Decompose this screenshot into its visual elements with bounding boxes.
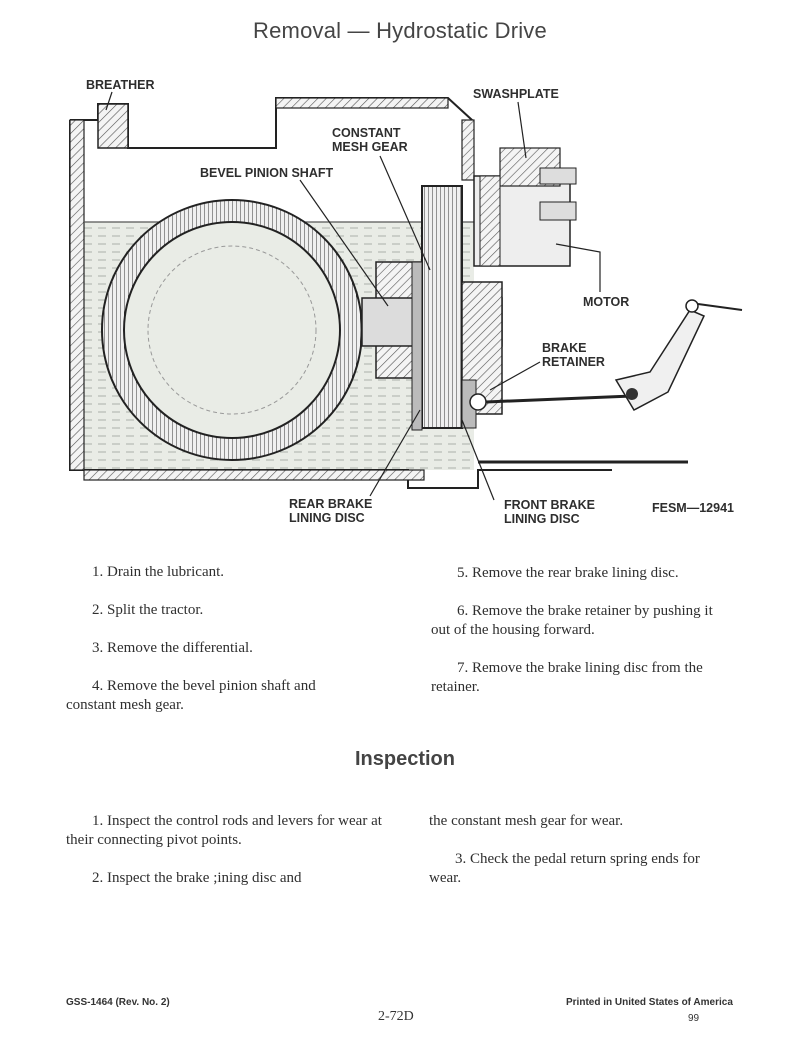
label-brake-retainer-2: RETAINER: [542, 355, 605, 369]
hydrostatic-drive-diagram: BREATHER SWASHPLATE CONSTANT MESH GEAR B…: [69, 78, 743, 526]
inspection-step: 3. Check the pedal return spring ends fo…: [429, 851, 700, 886]
label-swashplate: SWASHPLATE: [473, 87, 559, 101]
inspection-step: 1. Inspect the control rods and levers f…: [66, 813, 382, 848]
housing-wall-right: [461, 119, 475, 181]
removal-step: 3. Remove the differential.: [92, 640, 253, 656]
removal-step: 5. Remove the rear brake lining disc.: [457, 565, 679, 581]
removal-step: 1. Drain the lubricant.: [92, 564, 225, 580]
label-bevel-pinion-shaft: BEVEL PINION SHAFT: [200, 166, 333, 180]
removal-step: 7. Remove the brake lining disc from the…: [431, 660, 703, 695]
removal-steps-left: 1. Drain the lubricant. 2. Split the tra…: [66, 563, 366, 734]
removal-step: 6. Remove the brake retainer by pushing …: [431, 603, 713, 638]
pedal-top-pivot: [685, 299, 699, 313]
label-front-brake-disc-2: LINING DISC: [504, 512, 580, 526]
label-constant-mesh-gear-2: MESH GEAR: [332, 140, 408, 154]
housing-wall-left: [97, 103, 129, 149]
figure-id: FESM—12941: [652, 501, 734, 515]
motor-shaft-lower: [539, 201, 577, 221]
printed-notice: Printed in United States of America: [566, 997, 733, 1008]
inspection-heading: Inspection: [354, 748, 455, 770]
rear-brake-disc: [411, 261, 423, 431]
ring-gear-inner: [123, 221, 341, 439]
removal-step: 2. Split the tractor.: [92, 602, 204, 618]
removal-step: 4. Remove the bevel pinion shaft and con…: [66, 678, 316, 713]
document-number: GSS-1464 (Rev. No. 2): [66, 997, 170, 1008]
inspection-step: the constant mesh gear for wear.: [429, 813, 624, 829]
housing-wall-bottom: [83, 469, 425, 481]
pedal-lever: [614, 309, 706, 411]
inspection-steps-left: 1. Inspect the control rods and levers f…: [66, 812, 386, 907]
label-motor: MOTOR: [583, 295, 629, 309]
constant-mesh-gear: [421, 185, 463, 429]
pedal-pivot: [626, 388, 638, 400]
label-breather: BREATHER: [86, 78, 155, 92]
brake-rod: [485, 394, 633, 404]
removal-steps-right: 5. Remove the rear brake lining disc. 6.…: [431, 564, 721, 716]
page-number: 99: [688, 1013, 700, 1024]
label-front-brake-disc-1: FRONT BRAKE: [504, 498, 595, 512]
label-rear-brake-disc-1: REAR BRAKE: [289, 497, 372, 511]
housing-wall-top: [275, 97, 449, 109]
inspection-steps-right: the constant mesh gear for wear. 3. Chec…: [429, 812, 719, 907]
label-constant-mesh-gear-1: CONSTANT: [332, 126, 401, 140]
label-rear-brake-disc-2: LINING DISC: [289, 511, 365, 525]
brake-cam: [469, 393, 487, 411]
inspection-step: 2. Inspect the brake ;ining disc and: [92, 870, 302, 886]
housing-wall-lower-left: [69, 119, 85, 471]
motor-shaft: [539, 167, 577, 185]
label-brake-retainer-1: BRAKE: [542, 341, 586, 355]
brake-retainer: [461, 281, 503, 415]
page-code: 2-72D: [378, 1009, 414, 1024]
page-title: Removal — Hydrostatic Drive: [253, 18, 547, 43]
